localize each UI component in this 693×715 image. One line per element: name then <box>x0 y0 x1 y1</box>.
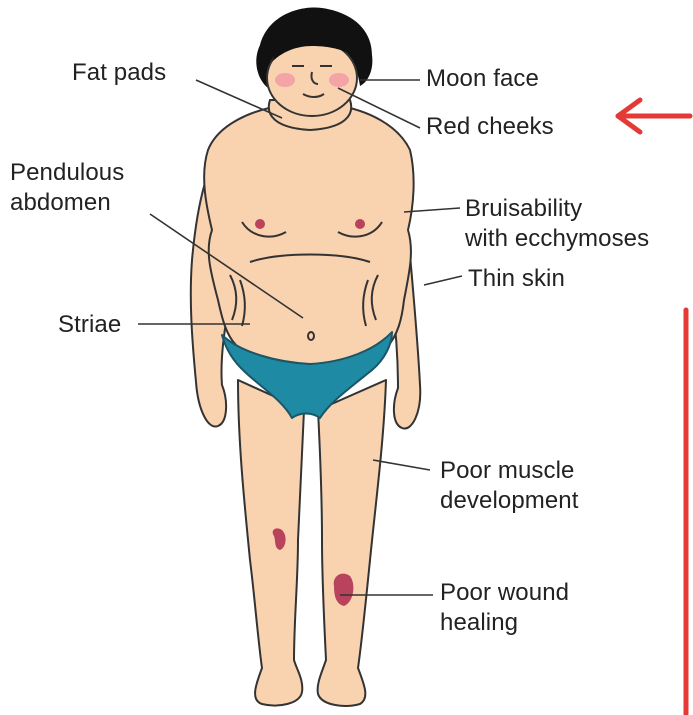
right-cheek <box>329 73 349 87</box>
red-annotations <box>618 100 690 714</box>
label-striae: Striae <box>58 310 121 340</box>
label-moon-face: Moon face <box>426 64 539 94</box>
left-cheek <box>275 73 295 87</box>
label-poor-muscle: Poor muscle development <box>440 456 579 516</box>
label-thin-skin: Thin skin <box>468 264 565 294</box>
label-fat-pads: Fat pads <box>72 58 166 88</box>
label-bruisability: Bruisability with ecchymoses <box>465 194 649 254</box>
leader-thin-skin <box>424 276 462 285</box>
left-nipple <box>255 219 265 229</box>
right-nipple <box>355 219 365 229</box>
leader-poor-muscle <box>373 460 430 470</box>
label-red-cheeks: Red cheeks <box>426 112 554 142</box>
left-leg <box>238 380 304 706</box>
label-pendulous-abdomen: Pendulous abdomen <box>10 158 124 218</box>
head <box>256 7 372 116</box>
right-leg <box>318 380 386 706</box>
label-poor-wound: Poor wound healing <box>440 578 569 638</box>
